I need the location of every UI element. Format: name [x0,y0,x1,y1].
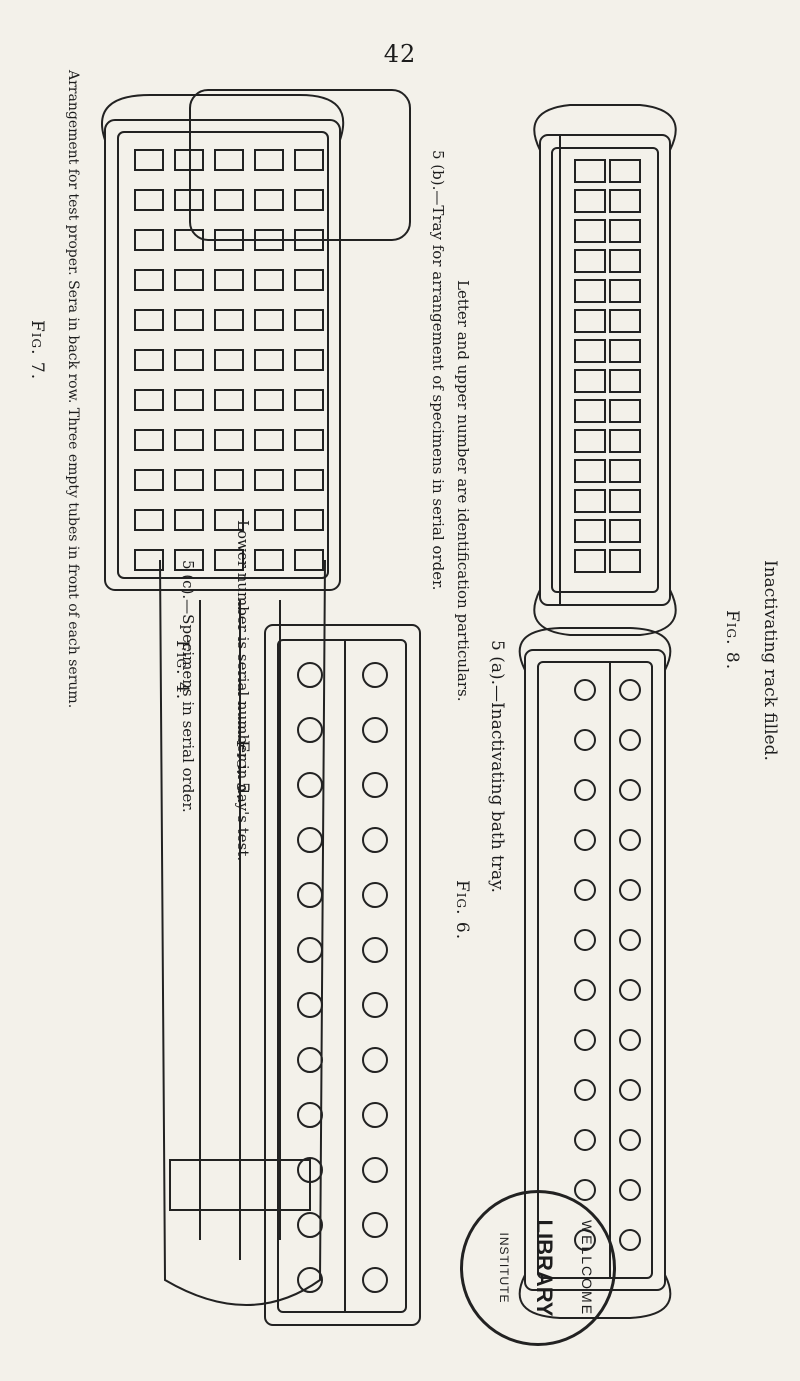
fig5b-caption-1: Letter and upper number are identificati… [454,280,472,702]
fig7-test-arrangement [101,94,345,591]
stamp-middle: LIBRARY [532,1219,557,1317]
fig5-serial-tray [264,624,421,1326]
fig6-bath-tray [518,627,672,1319]
fig5b-caption-2: 5 (b).—Tray for arrangement of specimens… [429,150,447,591]
page-number: 42 [383,40,417,68]
fig6-caption: 5 (a).—Inactivating bath tray. [487,640,507,893]
fig8-caption: Inactivating rack filled. [760,560,780,761]
stamp-bottom: INSTITUTE [497,1232,511,1304]
fig7-label: Fig. 7. [27,320,47,381]
stamp-top: WELLCOME [579,1219,595,1317]
fig5c-caption-1: Lower number is serial number in day's t… [234,520,252,862]
fig8-inactivating-rack [533,104,677,636]
fig4-beaker-tubes [159,89,411,1306]
fig7-caption: Arrangement for test proper. Sera in bac… [65,70,81,709]
fig8-label: Fig. 8. [722,610,742,671]
fig6-label: Fig. 6. [452,880,472,941]
library-stamp: WELLCOME LIBRARY INSTITUTE [460,1190,616,1346]
fig4-label: Fig. 4. [172,640,192,701]
